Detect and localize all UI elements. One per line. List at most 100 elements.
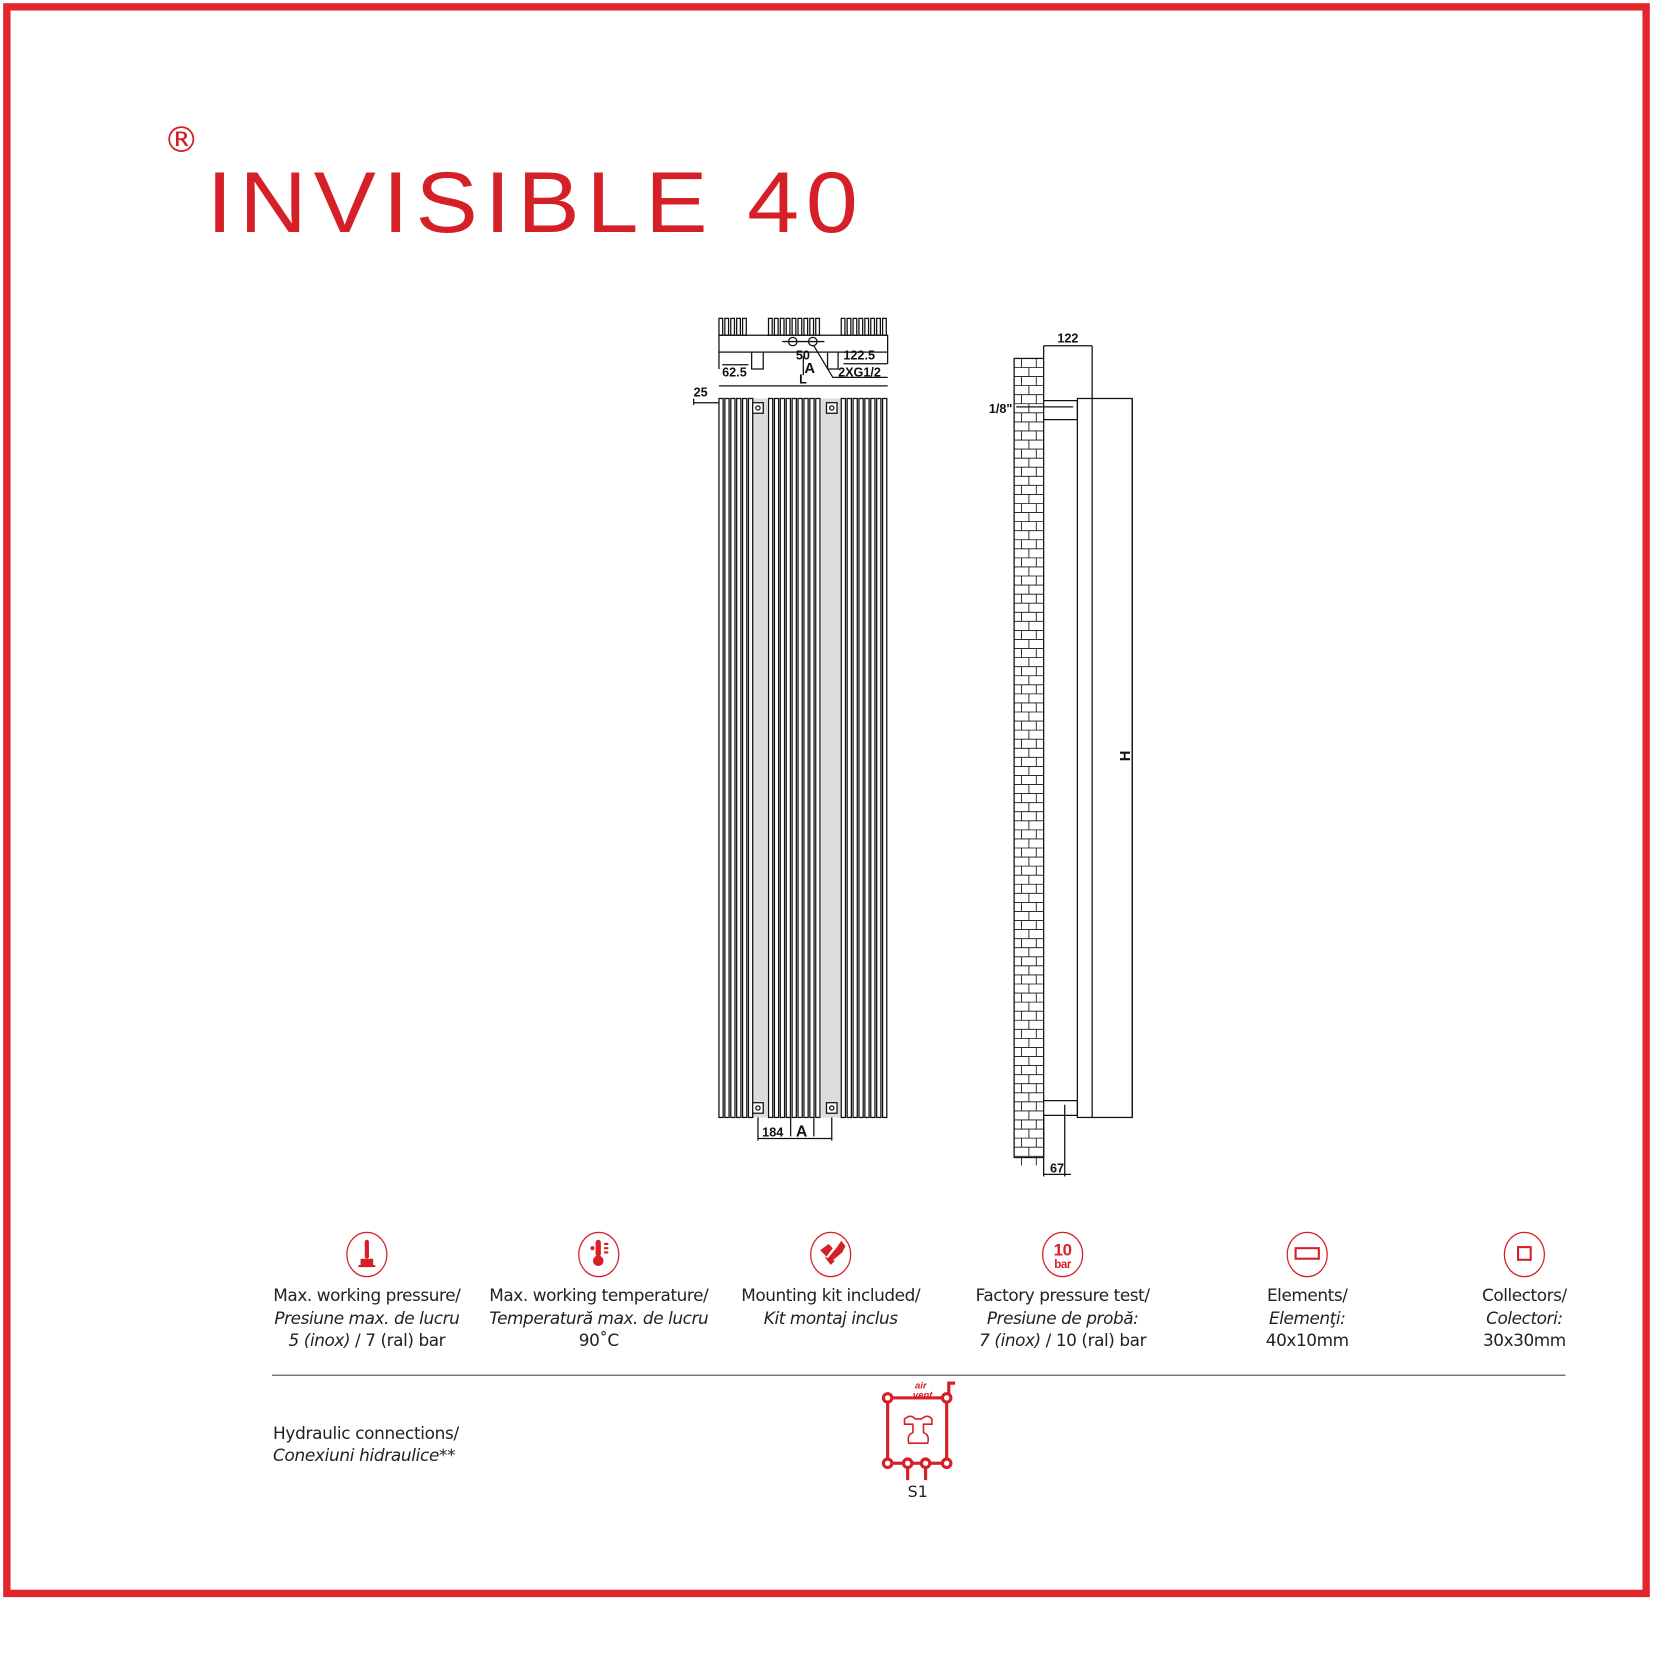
outlet-port: [807, 336, 818, 347]
top-fin: [815, 317, 821, 336]
bracket-screw: [755, 1105, 761, 1111]
top-fin: [779, 317, 785, 336]
drawing-line: [1016, 345, 1133, 1177]
top-fin: [724, 317, 730, 336]
feature-value: 40x10mm: [1186, 1329, 1428, 1352]
wall: [1013, 357, 1045, 1159]
air-label: air: [915, 1380, 928, 1391]
radiator-fin: [741, 397, 748, 1119]
drawing-line: [718, 340, 889, 379]
top-fin: [858, 317, 864, 336]
feature-value: 7 (inox) / 10 (ral) bar: [941, 1329, 1183, 1352]
feature-value: 30x30mm: [1403, 1329, 1645, 1352]
dim-50: 50: [796, 348, 810, 362]
top-fin: [803, 317, 809, 336]
radiator-fin: [773, 397, 780, 1119]
feature-value-inox: 7 (inox): [979, 1330, 1041, 1351]
top-fin: [846, 317, 852, 336]
radiator-fin: [736, 397, 742, 1119]
dim-67: 67: [1050, 1161, 1064, 1175]
feature-title: Max. working pressure/: [273, 1285, 461, 1306]
icon-unit: bar: [1054, 1259, 1072, 1271]
mount-bracket: [752, 402, 764, 414]
side-view: [1013, 345, 1133, 1177]
top-fin: [741, 317, 747, 336]
top-fin: [785, 317, 791, 336]
feature-title: Mounting kit included/: [741, 1285, 921, 1306]
height-label: H: [1118, 751, 1134, 762]
feature-title-ro: Presiune de probă:: [986, 1307, 1139, 1328]
radiator-fin: [803, 397, 809, 1119]
radiator-fin: [858, 397, 864, 1119]
radiator-fin: [718, 397, 724, 1119]
feature-title-ro: Elemenţi:: [1268, 1307, 1346, 1328]
feature-value-main: 30x30mm: [1482, 1330, 1566, 1351]
top-fin: [876, 317, 881, 336]
top-fin: [730, 317, 736, 336]
radiator-fin: [870, 397, 876, 1119]
feature-square-profile: Collectors/Colectori:30x30mm: [1403, 1231, 1645, 1352]
icon-number: 10: [1054, 1241, 1072, 1260]
radiator-fin: [840, 397, 847, 1119]
dim-25: 25: [694, 385, 708, 399]
feature-title-ro: Presiune max. de lucru: [274, 1307, 460, 1328]
rectangle-profile-icon: [1286, 1231, 1328, 1278]
feature-value-main: 90˚C: [578, 1330, 619, 1351]
bracket-screw: [829, 405, 835, 411]
connection-size: 2XG1/2: [838, 365, 881, 379]
square-profile-icon: [1503, 1231, 1546, 1278]
length-label: L: [799, 373, 807, 387]
top-fin: [718, 317, 724, 336]
top-fin: [881, 317, 887, 336]
hydraulic-label-ro: Conexiuni hidraulice**: [273, 1445, 456, 1466]
radiator-fin: [876, 397, 882, 1119]
dim-62-5: 62.5: [722, 365, 747, 379]
radiator-fin: [852, 397, 858, 1119]
section-divider: [271, 1374, 1566, 1376]
feature-pressure-gauge: Max. working pressure/Presiune max. de l…: [246, 1231, 488, 1352]
gap-shade: [821, 398, 842, 1118]
feature-title: Collectors/: [1481, 1285, 1567, 1306]
front-view: [693, 385, 888, 1141]
vent-size: 1/8": [989, 402, 1013, 416]
feature-rectangle-profile: Elements/Elemenţi:40x10mm: [1186, 1231, 1428, 1352]
registered-mark: ®: [163, 119, 200, 162]
radiator-fin: [747, 397, 754, 1119]
radiator-fin: [785, 397, 792, 1119]
inlet-port: [787, 336, 798, 347]
dim-122-5: 122.5: [843, 348, 875, 362]
radiator-fin: [791, 397, 797, 1119]
top-fin: [864, 317, 870, 336]
feature-value: 90˚C: [478, 1329, 720, 1352]
mount-bracket: [825, 1102, 838, 1114]
radiator-fin: [809, 397, 815, 1119]
feature-value: 5 (inox) / 7 (ral) bar: [246, 1329, 488, 1352]
feature-tools: Mounting kit included/Kit montaj inclus: [709, 1231, 951, 1329]
hydraulic-connections-label: Hydraulic connections/ Conexiuni hidraul…: [273, 1422, 459, 1466]
top-view: [718, 317, 889, 379]
pressure-gauge-icon: [346, 1231, 388, 1278]
feature-title-ro: Kit montaj inclus: [763, 1307, 898, 1328]
feature-value-main: / 10 (ral) bar: [1040, 1330, 1147, 1351]
connection-diagram-s1[interactable]: air vent: [873, 1379, 968, 1484]
feature-title: Factory pressure test/: [975, 1285, 1150, 1306]
top-fin: [852, 317, 858, 336]
top-fin: [840, 317, 846, 336]
hydraulic-label-en: Hydraulic connections/: [273, 1423, 459, 1444]
thermometer-icon: [578, 1231, 620, 1278]
technical-drawing: 122.5 50 62.5 A 2XG1/2 L 25 184 A 122 1/…: [693, 317, 1134, 1177]
radiator-fin: [724, 397, 730, 1119]
bracket-screw: [829, 1105, 835, 1111]
axis-a-top: A: [804, 361, 815, 377]
gap-shade: [750, 398, 768, 1118]
feature-title-ro: Colectori:: [1486, 1307, 1563, 1328]
axis-a-bottom: A: [796, 1123, 807, 1140]
radiator-fin: [767, 397, 774, 1119]
top-fin: [797, 317, 803, 336]
feature-title-ro: Temperatură max. de lucru: [489, 1307, 709, 1328]
top-fin: [809, 317, 815, 336]
feature-thermometer: Max. working temperature/Temperatură max…: [478, 1231, 720, 1352]
